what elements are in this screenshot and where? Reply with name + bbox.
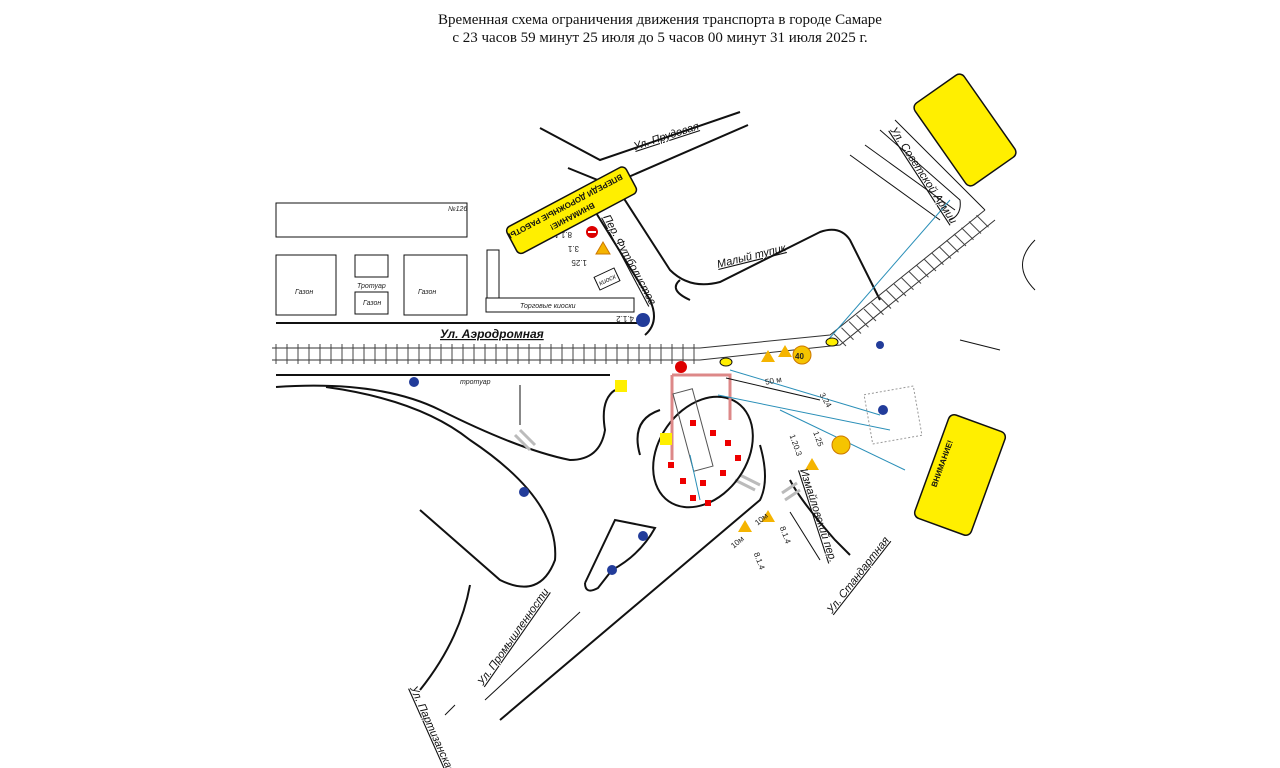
sign-code: 3.24 — [818, 391, 834, 409]
railway-tie — [893, 283, 907, 297]
street-label-futbolistov: Пер. Футболистов — [600, 213, 658, 308]
railway-tie — [833, 333, 847, 347]
barrier-marker — [690, 420, 696, 426]
street-labels: Ул. Прудовая Пер. Футболистов Малый тупи… — [407, 120, 959, 768]
sign-code: 1.25 — [811, 430, 825, 448]
work-zone — [652, 373, 754, 509]
barrier-marker — [680, 478, 686, 484]
distance-label: 10м — [729, 534, 746, 550]
railway-tie — [856, 314, 869, 328]
sign-group-box — [863, 385, 923, 445]
railway — [272, 209, 996, 364]
sidewalk-label: Тротуар — [357, 283, 386, 290]
warning-sign — [761, 350, 775, 362]
pedestrian-sign — [660, 433, 672, 445]
sign-code: 1.25 — [571, 258, 587, 267]
railway-tie — [863, 308, 877, 322]
barrier-marker — [700, 480, 706, 486]
warning-sign — [778, 345, 792, 357]
road-works-sign — [738, 520, 752, 532]
distance-label: 50 м — [764, 375, 782, 387]
lawn-label: Газон — [418, 289, 436, 296]
railway-tie — [946, 239, 959, 253]
railway-tie — [953, 233, 967, 247]
speed-limit-sign — [831, 435, 851, 455]
sidewalk-label: тротуар — [460, 379, 491, 386]
signal-lamp — [825, 337, 839, 347]
road-works-sign — [595, 241, 611, 255]
pedestrian-sign — [615, 380, 627, 392]
road-sovetskoy-armii — [849, 119, 1036, 351]
speed-limit-value: 40 — [795, 352, 804, 361]
street-label-prudovaya: Ул. Прудовая — [631, 120, 700, 153]
building-number: №126 — [448, 206, 467, 213]
railway-tie — [901, 277, 914, 291]
no-entry-sign — [675, 361, 687, 373]
railway-tie — [908, 271, 922, 284]
sign-code: 8.1.1 — [554, 230, 572, 239]
signal-lamp — [719, 357, 733, 367]
crosswalks — [513, 428, 801, 502]
road-signs: 40 — [409, 226, 888, 575]
speed-limit-sign — [792, 345, 812, 365]
info-board-top-right — [913, 73, 1017, 187]
barrier-marker — [690, 495, 696, 501]
direction-sign — [636, 313, 650, 327]
sign-code: 8.1.4 — [752, 551, 767, 571]
railway-tie — [841, 327, 854, 341]
barrier-marker — [710, 430, 716, 436]
scheme-title: Временная схема ограничения движения тра… — [438, 12, 882, 28]
lawn-label: Газон — [295, 289, 313, 296]
scheme-period: с 23 часов 59 минут 25 июля до 5 часов 0… — [452, 30, 868, 46]
railway-tie — [976, 214, 989, 228]
street-label-izmaylovsky: Измайловский пер. — [797, 467, 839, 564]
leader-lines — [689, 199, 951, 501]
railway-tie — [878, 296, 892, 309]
lawn-label: Газон — [363, 300, 381, 307]
road-aerodromnaya: Ул. Аэродромная тротуар — [275, 322, 648, 588]
warning-sign — [805, 458, 819, 470]
barrier-marker — [720, 470, 726, 476]
railway-tie — [871, 302, 884, 316]
road-futbolistov — [584, 179, 881, 336]
sign-code: 1.20.3 — [788, 433, 804, 457]
railway-tie — [968, 221, 982, 234]
railway-tie — [886, 289, 899, 303]
street-label-partizanskaya: Ул. Партизанская — [407, 683, 457, 768]
barrier-marker — [705, 500, 711, 506]
railway-tie — [923, 258, 937, 272]
railway-tie — [961, 227, 974, 241]
barrier-marker — [735, 455, 741, 461]
railway-tie — [931, 252, 944, 266]
railway-tie — [848, 321, 862, 334]
road-works-sign — [761, 510, 775, 522]
barrier-marker — [725, 440, 731, 446]
barrier-marker — [668, 462, 674, 468]
railway-tie — [916, 264, 929, 278]
sign-code: 8.1.4 — [778, 525, 793, 545]
buildings: №126 Газон Тротуар Газон Газон Торговые … — [275, 202, 635, 316]
street-label-aerodromnaya: Ул. Аэродромная — [440, 327, 544, 341]
kiosk-label: киоск — [598, 273, 618, 287]
sign-code: 3.1 — [567, 244, 579, 253]
sign-code: 4.1.2 — [616, 314, 634, 323]
kiosks-label: Торговые киоски — [520, 303, 576, 310]
railway-tie — [938, 246, 952, 259]
info-board-right: ВНИМАНИЕ! — [913, 413, 1007, 537]
